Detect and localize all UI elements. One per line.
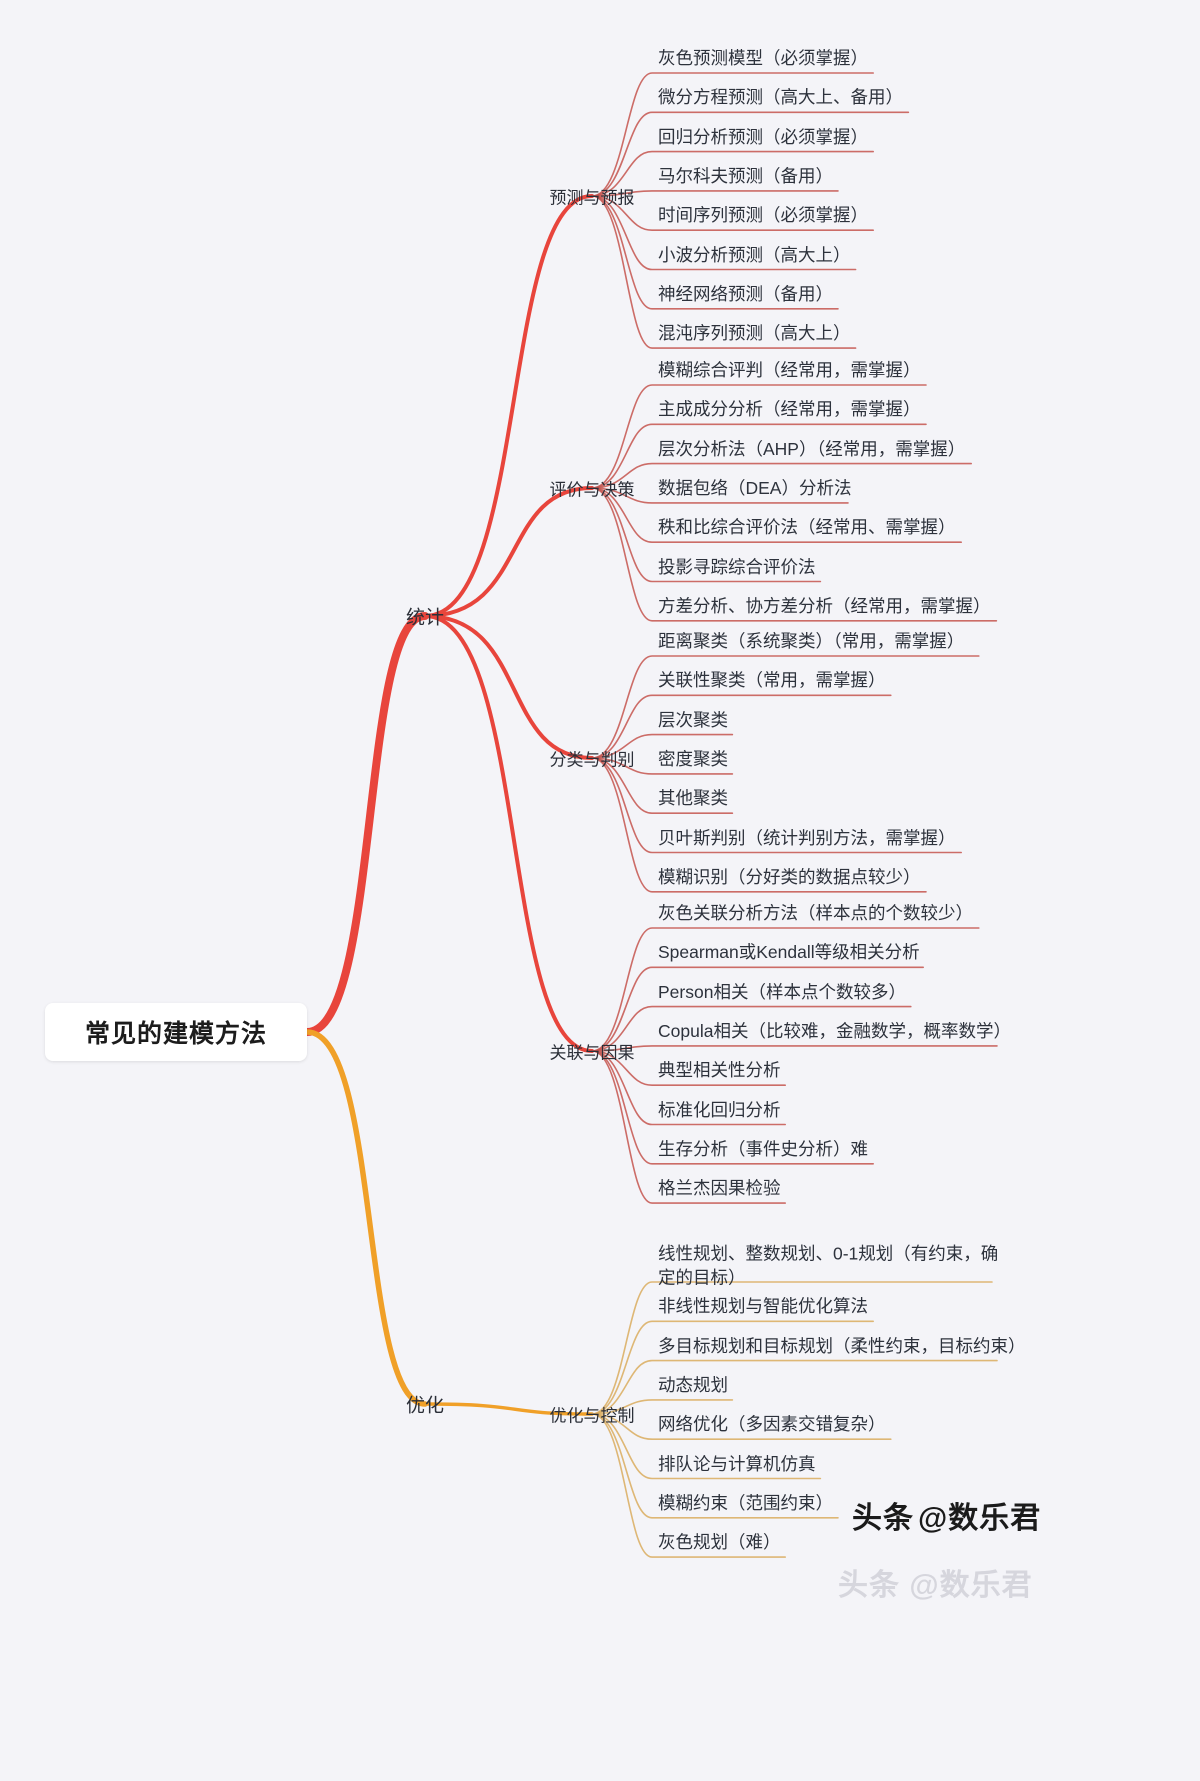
leaf-1-4-7-label: 生存分析（事件史分析）难 — [658, 1138, 868, 1159]
group-1-1-label: 预测与预报 — [549, 188, 635, 208]
leaf-1-2-3-label: 层次分析法（AHP）（经常用，需掌握） — [658, 438, 966, 459]
leaf-1-2-2[interactable]: 主成成分分析（经常用，需掌握） — [658, 398, 921, 422]
leaf-2-1-5[interactable]: 网络优化（多因素交错复杂） — [658, 1413, 886, 1437]
group-1-4[interactable]: 关联与因果 — [550, 1039, 635, 1064]
leaf-1-3-5-label: 其他聚类 — [658, 788, 728, 809]
leaf-2-1-7[interactable]: 模糊约束（范围约束） — [658, 1492, 833, 1516]
leaf-1-2-6[interactable]: 投影寻踪综合评价法 — [658, 556, 816, 580]
leaf-1-1-6[interactable]: 小波分析预测（高大上） — [658, 244, 851, 268]
group-1-4-label: 关联与因果 — [549, 1043, 635, 1063]
leaf-1-4-5[interactable]: 典型相关性分析 — [658, 1059, 781, 1083]
leaf-1-4-3[interactable]: Person相关（样本点个数较多） — [658, 981, 906, 1005]
watermark: 头条@数乐君 — [852, 1493, 1041, 1537]
leaf-1-3-5[interactable]: 其他聚类 — [658, 787, 728, 811]
branch-2-label-label: 优化 — [405, 1395, 445, 1417]
leaf-2-1-4[interactable]: 动态规划 — [658, 1374, 728, 1398]
leaf-1-1-1-label: 灰色预测模型（必须掌握） — [658, 48, 868, 69]
leaf-1-1-4-label: 马尔科夫预测（备用） — [658, 166, 833, 187]
leaf-1-2-7[interactable]: 方差分析、协方差分析（经常用，需掌握） — [658, 595, 991, 619]
leaf-1-2-1-label: 模糊综合评判（经常用，需掌握） — [658, 360, 921, 381]
leaf-1-1-8-label: 混沌序列预测（高大上） — [658, 323, 851, 344]
leaf-1-3-6-label: 贝叶斯判别（统计判别方法，需掌握） — [658, 827, 956, 848]
branch-1-label[interactable]: 统计 — [406, 603, 444, 630]
group-2-1[interactable]: 优化与控制 — [550, 1402, 635, 1427]
root-label: 常见的建模方法 — [84, 1020, 267, 1048]
leaf-1-4-2-label: Spearman或Kendall等级相关分析 — [658, 942, 920, 963]
leaf-1-1-5-label: 时间序列预测（必须掌握） — [658, 205, 868, 226]
watermark-shadow: 头条 @数乐君 — [838, 1569, 1033, 1602]
leaf-1-1-7-label: 神经网络预测（备用） — [658, 283, 833, 304]
leaf-1-3-7-label: 模糊识别（分好类的数据点较少） — [658, 866, 921, 887]
leaf-1-3-6[interactable]: 贝叶斯判别（统计判别方法，需掌握） — [658, 827, 956, 851]
group-2-1-label: 优化与控制 — [549, 1406, 635, 1426]
leaf-1-4-7[interactable]: 生存分析（事件史分析）难 — [658, 1138, 868, 1162]
leaf-1-3-3-label: 层次聚类 — [658, 709, 728, 730]
leaf-1-1-6-label: 小波分析预测（高大上） — [658, 244, 851, 265]
group-1-1[interactable]: 预测与预报 — [550, 184, 635, 209]
leaf-1-1-1[interactable]: 灰色预测模型（必须掌握） — [658, 47, 868, 71]
leaf-1-3-2-label: 关联性聚类（常用，需掌握） — [658, 670, 886, 691]
leaf-1-3-4-label: 密度聚类 — [658, 749, 728, 770]
leaf-1-1-3[interactable]: 回归分析预测（必须掌握） — [658, 126, 868, 150]
leaf-1-1-8[interactable]: 混沌序列预测（高大上） — [658, 322, 851, 346]
leaf-2-1-5-label: 网络优化（多因素交错复杂） — [658, 1414, 886, 1435]
group-1-2[interactable]: 评价与决策 — [550, 476, 635, 501]
leaf-1-3-3[interactable]: 层次聚类 — [658, 709, 728, 733]
leaf-1-4-3-label: Person相关（样本点个数较多） — [658, 981, 906, 1002]
leaf-2-1-6-label: 排队论与计算机仿真 — [658, 1453, 816, 1474]
leaf-1-2-3[interactable]: 层次分析法（AHP）（经常用，需掌握） — [658, 438, 965, 462]
leaf-1-4-2[interactable]: Spearman或Kendall等级相关分析 — [658, 941, 920, 965]
leaf-2-1-4-label: 动态规划 — [658, 1375, 728, 1396]
leaf-1-3-2[interactable]: 关联性聚类（常用，需掌握） — [658, 669, 886, 693]
leaf-1-3-4[interactable]: 密度聚类 — [658, 748, 728, 772]
leaf-1-1-5[interactable]: 时间序列预测（必须掌握） — [658, 204, 868, 228]
leaf-1-4-6[interactable]: 标准化回归分析 — [658, 1099, 781, 1123]
leaf-1-2-1[interactable]: 模糊综合评判（经常用，需掌握） — [658, 359, 921, 383]
leaf-1-2-5-label: 秩和比综合评价法（经常用、需掌握） — [658, 517, 956, 538]
leaf-1-3-1-label: 距离聚类（系统聚类）（常用，需掌握） — [658, 631, 965, 652]
branch-1-label-label: 统计 — [405, 607, 445, 629]
leaf-1-1-2-label: 微分方程预测（高大上、备用） — [658, 87, 903, 108]
root-node[interactable]: 常见的建模方法 — [45, 1003, 307, 1061]
group-1-3[interactable]: 分类与判别 — [550, 746, 635, 771]
leaf-1-4-6-label: 标准化回归分析 — [658, 1099, 781, 1120]
leaf-1-4-4[interactable]: Copula相关（比较难，金融数学，概率数学） — [658, 1020, 1011, 1044]
branch-2-label[interactable]: 优化 — [406, 1391, 444, 1418]
leaf-1-1-2[interactable]: 微分方程预测（高大上、备用） — [658, 86, 903, 110]
leaf-2-1-1[interactable]: 线性规划、整数规划、0-1规划（有约束，确定的目标） — [658, 1242, 1003, 1289]
leaf-1-1-3-label: 回归分析预测（必须掌握） — [658, 126, 868, 147]
group-1-3-label: 分类与判别 — [549, 750, 635, 770]
leaf-1-2-4[interactable]: 数据包络（DEA）分析法 — [658, 477, 851, 501]
group-1-2-label: 评价与决策 — [549, 480, 635, 500]
leaf-2-1-3-label: 多目标规划和目标规划（柔性约束，目标约束） — [658, 1335, 1026, 1356]
leaf-1-1-7[interactable]: 神经网络预测（备用） — [658, 283, 833, 307]
leaf-1-3-1[interactable]: 距离聚类（系统聚类）（常用，需掌握） — [658, 630, 964, 654]
leaf-2-1-1-label: 线性规划、整数规划、0-1规划（有约束，确定的目标） — [658, 1243, 999, 1287]
leaf-1-4-4-label: Copula相关（比较难，金融数学，概率数学） — [658, 1021, 1011, 1042]
leaf-1-2-2-label: 主成成分分析（经常用，需掌握） — [658, 399, 921, 420]
watermark-prefix: 头条 — [852, 1502, 914, 1535]
leaf-1-4-8-label: 格兰杰因果检验 — [658, 1178, 781, 1199]
leaf-2-1-8-label: 灰色规划（难） — [658, 1532, 781, 1553]
watermark-handle: @数乐君 — [918, 1502, 1042, 1535]
leaf-2-1-7-label: 模糊约束（范围约束） — [658, 1492, 833, 1513]
leaf-1-4-1[interactable]: 灰色关联分析方法（样本点的个数较少） — [658, 902, 973, 926]
leaf-2-1-3[interactable]: 多目标规划和目标规划（柔性约束，目标约束） — [658, 1335, 1026, 1359]
leaf-1-4-5-label: 典型相关性分析 — [658, 1060, 781, 1081]
leaf-1-4-8[interactable]: 格兰杰因果检验 — [658, 1177, 781, 1201]
leaf-2-1-2[interactable]: 非线性规划与智能优化算法 — [658, 1295, 868, 1319]
leaf-1-3-7[interactable]: 模糊识别（分好类的数据点较少） — [658, 866, 921, 890]
leaf-1-2-4-label: 数据包络（DEA）分析法 — [658, 478, 852, 499]
leaf-1-2-5[interactable]: 秩和比综合评价法（经常用、需掌握） — [658, 516, 956, 540]
leaf-2-1-8[interactable]: 灰色规划（难） — [658, 1531, 781, 1555]
leaf-2-1-6[interactable]: 排队论与计算机仿真 — [658, 1453, 816, 1477]
leaf-1-4-1-label: 灰色关联分析方法（样本点的个数较少） — [658, 903, 973, 924]
leaf-1-2-7-label: 方差分析、协方差分析（经常用，需掌握） — [658, 595, 991, 616]
leaf-1-2-6-label: 投影寻踪综合评价法 — [658, 556, 816, 577]
leaf-2-1-2-label: 非线性规划与智能优化算法 — [658, 1296, 868, 1317]
leaf-1-1-4[interactable]: 马尔科夫预测（备用） — [658, 165, 833, 189]
